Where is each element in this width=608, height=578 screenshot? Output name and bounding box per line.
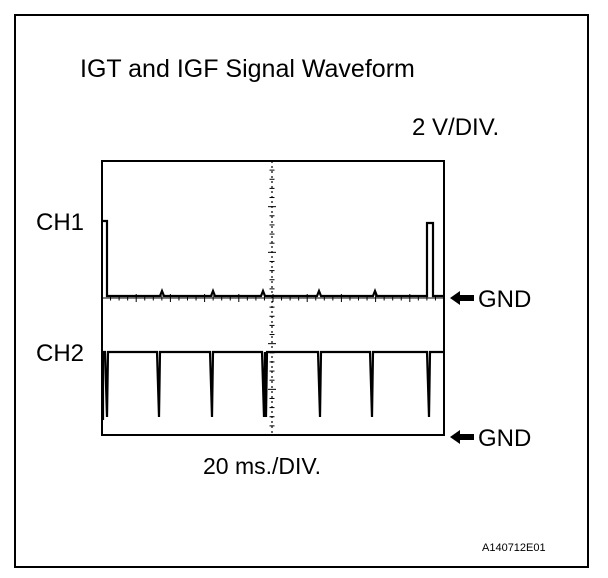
ch2-gnd-label: GND — [478, 425, 532, 452]
ch1-gnd-arrow-icon — [450, 291, 474, 305]
ch2-gnd-arrow-icon — [450, 430, 474, 444]
ch2-waveform — [101, 350, 444, 420]
figure-code: A140712E01 — [482, 542, 546, 554]
time-scale-label: 20 ms./DIV. — [203, 453, 322, 479]
ch1-waveform — [103, 219, 444, 298]
ch2-label: CH2 — [36, 340, 85, 367]
figure-frame — [14, 14, 589, 568]
figure-title: IGT and IGF Signal Waveform — [80, 55, 415, 83]
ch1-label: CH1 — [36, 209, 85, 236]
ch1-gnd-label: GND — [478, 286, 532, 313]
voltage-scale-label: 2 V/DIV. — [412, 114, 500, 141]
